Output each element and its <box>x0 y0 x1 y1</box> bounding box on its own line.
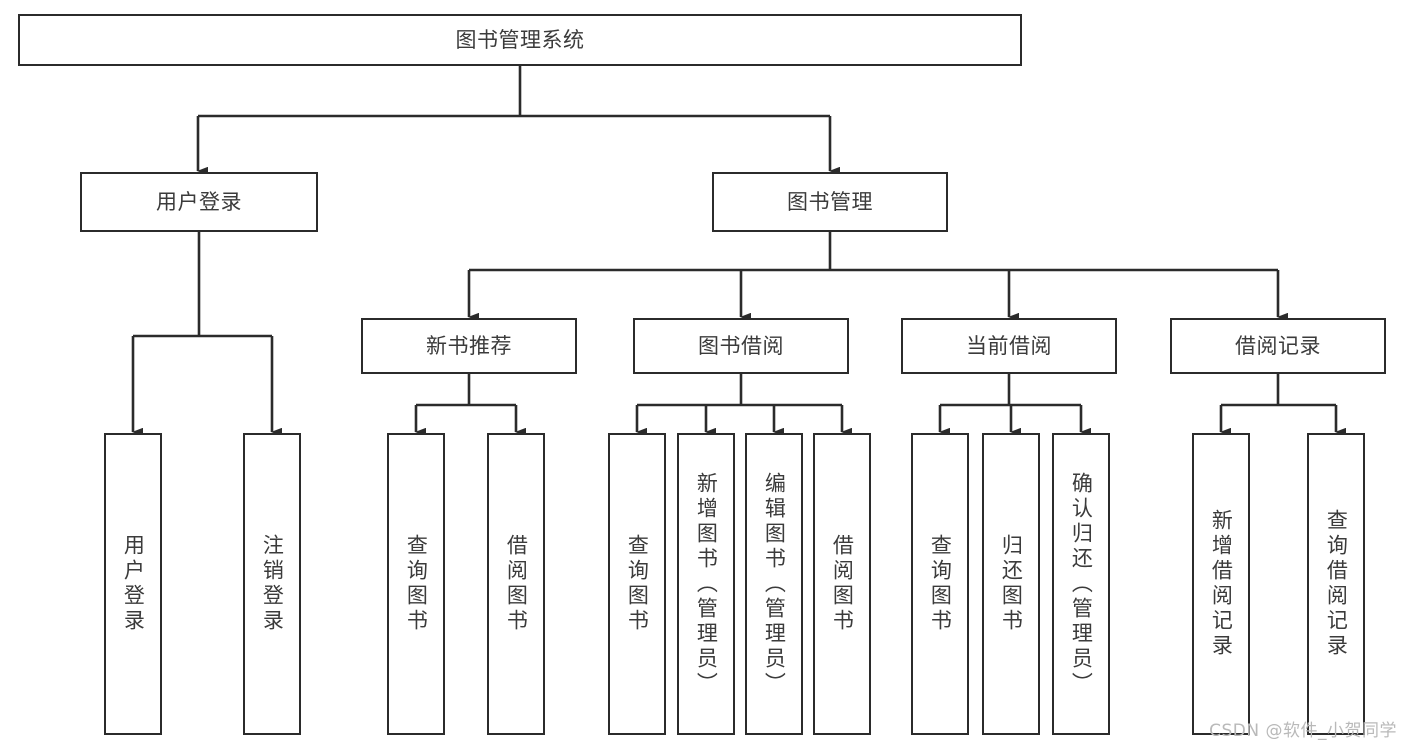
leaf-node-leaf-query-book-1[interactable]: 查询图书 <box>387 433 445 735</box>
leaf-node-leaf-user-login[interactable]: 用户登录 <box>104 433 162 735</box>
node-label: 查询图书 <box>625 534 650 634</box>
node-label: 查询图书 <box>404 534 429 634</box>
node-label: 当前借阅 <box>966 333 1052 358</box>
node-label: 查询借阅记录 <box>1324 509 1349 659</box>
branch-node-new-book-rec[interactable]: 新书推荐 <box>361 318 577 374</box>
node-label: 归还图书 <box>999 534 1024 634</box>
node-label: 借阅记录 <box>1235 333 1321 358</box>
leaf-node-leaf-user-logout[interactable]: 注销登录 <box>243 433 301 735</box>
leaf-node-leaf-borrow-book-2[interactable]: 借阅图书 <box>813 433 871 735</box>
node-label: 借阅图书 <box>830 534 855 634</box>
leaf-node-leaf-query-record[interactable]: 查询借阅记录 <box>1307 433 1365 735</box>
node-label: 注销登录 <box>260 534 285 634</box>
node-label: 新增图书（管理员） <box>694 471 719 697</box>
leaf-node-leaf-add-book[interactable]: 新增图书（管理员） <box>677 433 735 735</box>
node-label: 新书推荐 <box>426 333 512 358</box>
leaf-node-leaf-confirm-return[interactable]: 确认归还（管理员） <box>1052 433 1110 735</box>
branch-node-book-manage[interactable]: 图书管理 <box>712 172 948 232</box>
node-label: 借阅图书 <box>504 534 529 634</box>
node-label: 用户登录 <box>121 534 146 634</box>
branch-node-book-borrow[interactable]: 图书借阅 <box>633 318 849 374</box>
leaf-node-leaf-query-book-2[interactable]: 查询图书 <box>608 433 666 735</box>
branch-node-user-login[interactable]: 用户登录 <box>80 172 318 232</box>
watermark: CSDN @软件_小贺同学 <box>1209 721 1397 741</box>
leaf-node-leaf-return-book[interactable]: 归还图书 <box>982 433 1040 735</box>
node-label: 查询图书 <box>928 534 953 634</box>
root-node-root[interactable]: 图书管理系统 <box>18 14 1022 66</box>
node-label: 图书管理系统 <box>455 27 585 52</box>
node-label: 编辑图书（管理员） <box>762 471 787 697</box>
branch-node-borrow-record[interactable]: 借阅记录 <box>1170 318 1386 374</box>
node-label: 确认归还（管理员） <box>1069 471 1094 697</box>
leaf-node-leaf-borrow-book-1[interactable]: 借阅图书 <box>487 433 545 735</box>
leaf-node-leaf-query-book-3[interactable]: 查询图书 <box>911 433 969 735</box>
node-label: 图书借阅 <box>698 333 784 358</box>
node-label: 新增借阅记录 <box>1209 509 1234 659</box>
branch-node-current-borrow[interactable]: 当前借阅 <box>901 318 1117 374</box>
leaf-node-leaf-add-record[interactable]: 新增借阅记录 <box>1192 433 1250 735</box>
node-label: 图书管理 <box>787 189 873 214</box>
leaf-node-leaf-edit-book[interactable]: 编辑图书（管理员） <box>745 433 803 735</box>
node-label: 用户登录 <box>156 189 242 214</box>
